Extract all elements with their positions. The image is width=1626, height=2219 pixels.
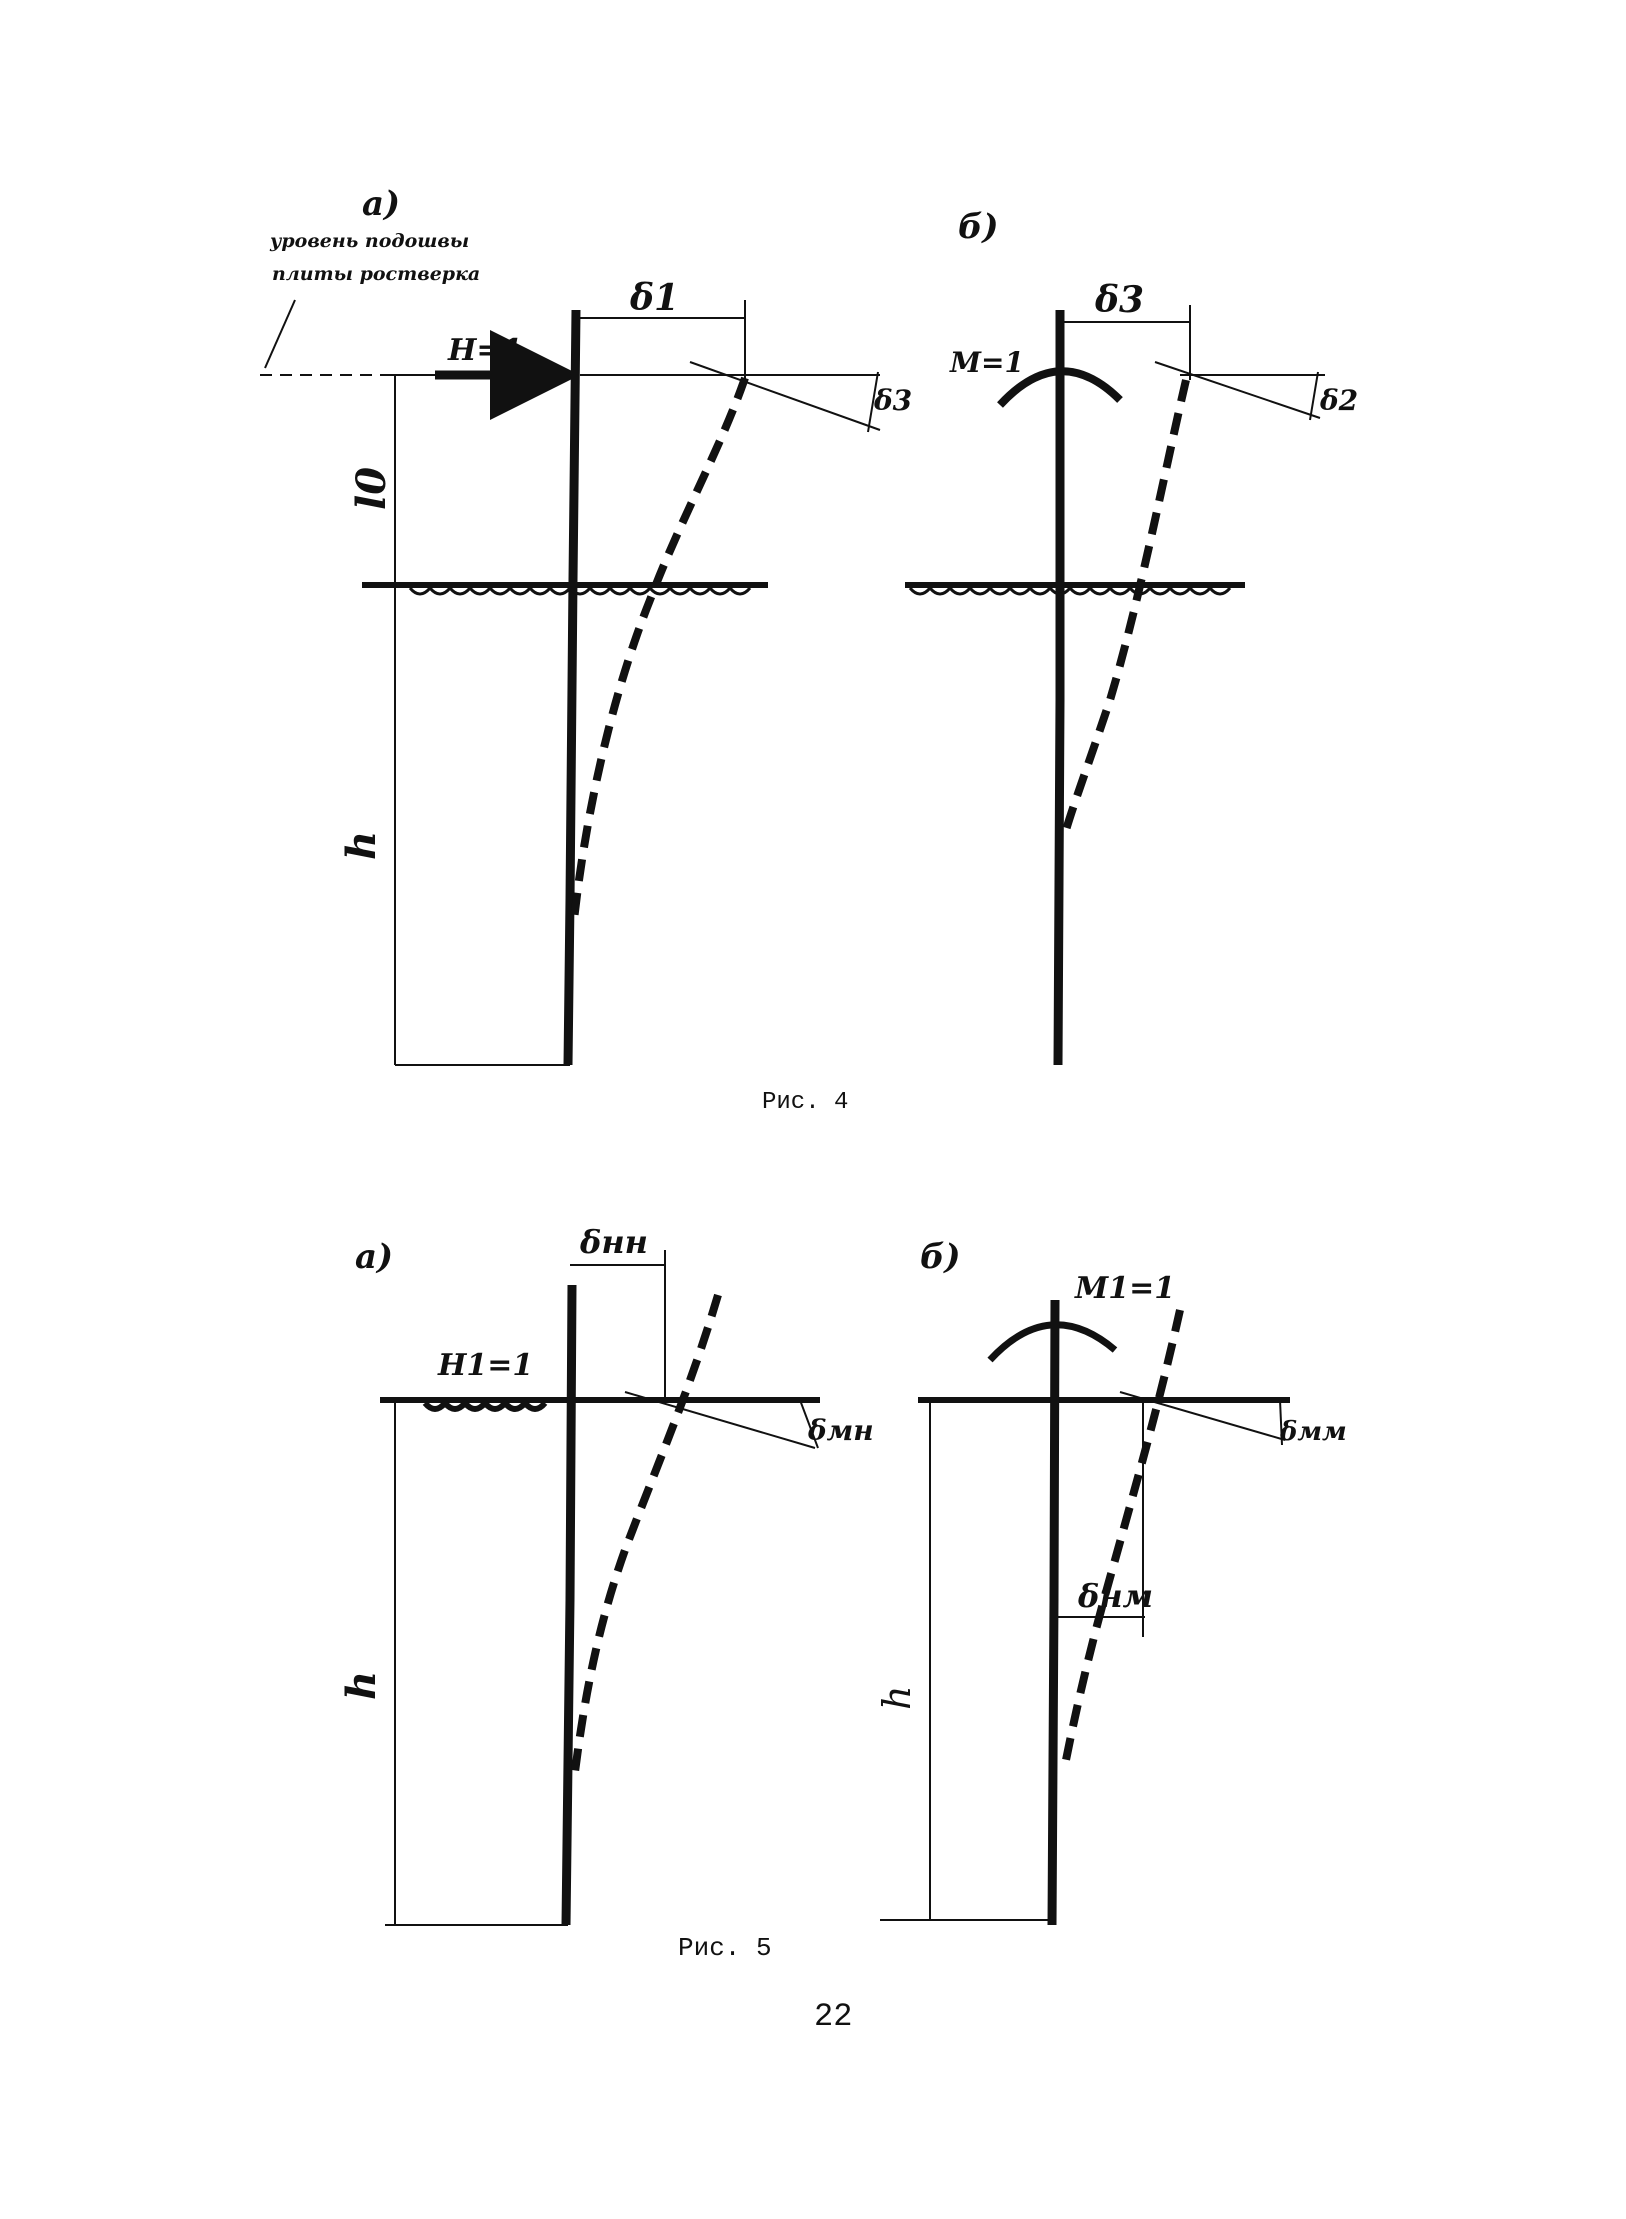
fig4a-dim-upper-label: l0 xyxy=(348,467,395,510)
fig4a-pile xyxy=(563,309,581,1066)
fig4a-delta-top-label: δ1 xyxy=(629,277,679,319)
page-number: 22 xyxy=(814,1998,852,2035)
fig4a-note-leader xyxy=(264,299,296,369)
fig4a-note-line2: плиты ростверка xyxy=(272,263,480,285)
fig4b-moment-label: M=1 xyxy=(949,346,1024,379)
fig5-caption: Рис. 5 xyxy=(678,1933,772,1963)
fig5a-delta-top-label: δнн xyxy=(579,1223,648,1261)
fig4a-rotation-line xyxy=(689,361,881,431)
fig5a-soil-hatch xyxy=(422,1398,548,1412)
fig5a-panel-label: a) xyxy=(355,1237,393,1277)
fig4b-rotation-line xyxy=(1154,361,1321,419)
fig4b-delta-angle-label: δ2 xyxy=(1319,384,1358,417)
fig4b-pile xyxy=(1053,310,1065,1066)
fig5b-pile xyxy=(1047,1299,1060,1926)
fig5-panel-a: a) δнн H1=1 δмн h xyxy=(338,1223,874,1926)
fig5b-rotation-line xyxy=(1119,1391,1286,1441)
fig5b-moment-label: M1=1 xyxy=(1074,1271,1175,1306)
fig4a-panel-label: a) xyxy=(362,184,400,224)
fig5a-rotation-line xyxy=(624,1391,816,1449)
fig5a-delta-angle-label: δмн xyxy=(807,1414,874,1447)
fig4-caption: Рис. 4 xyxy=(762,1089,848,1116)
fig5b-delta-mid-label: δнм xyxy=(1077,1577,1153,1615)
fig4a-force-label: H=1 xyxy=(447,333,522,368)
fig4-panel-b: б) M=1 δ3 δ2 xyxy=(905,207,1358,1066)
fig4b-delta-top-label: δ3 xyxy=(1094,279,1144,321)
fig5b-dim-lower-label: h xyxy=(875,1686,919,1710)
fig5b-delta-angle-label: δмм xyxy=(1279,1417,1347,1447)
fig4-panel-a: a) уровень подошвы плиты ростверка H=1 δ… xyxy=(260,184,912,1066)
fig5a-pile xyxy=(561,1284,577,1926)
fig4a-soil-hatch xyxy=(408,585,752,596)
fig4a-dim-lower-label: h xyxy=(338,831,385,860)
fig4a-note-line1: уровень подошвы xyxy=(269,230,469,252)
fig5b-deflection-curve xyxy=(1062,1309,1184,1761)
fig4b-panel-label: б) xyxy=(958,207,999,247)
fig4b-deflection-curve xyxy=(1062,379,1190,832)
fig4b-soil-hatch xyxy=(908,585,1232,596)
fig5a-deflection-curve xyxy=(570,1293,722,1781)
fig5a-dim-lower-label: h xyxy=(338,1671,385,1700)
fig5-panel-b: б) M1=1 δмм δнм h xyxy=(875,1237,1347,1926)
fig4a-delta-angle-label: δ3 xyxy=(873,384,912,417)
fig5a-force-label: H1=1 xyxy=(437,1348,533,1383)
fig5b-panel-label: б) xyxy=(920,1237,961,1277)
fig4a-deflection-curve xyxy=(570,376,749,921)
